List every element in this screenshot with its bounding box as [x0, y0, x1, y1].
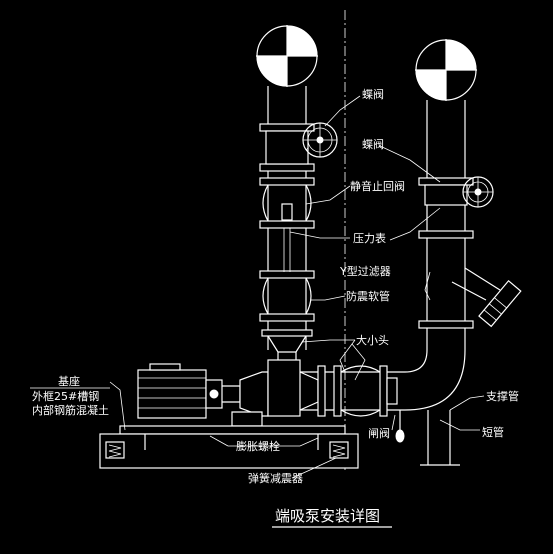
label-foundation-line2: 内部钢筋混凝土	[32, 403, 109, 417]
elevation-marker-right	[415, 39, 477, 101]
label-reducer: 大小头	[356, 333, 389, 347]
label-foundation-title: 基座	[58, 374, 80, 388]
elbow	[404, 349, 466, 411]
label-expansion-bolt: 膨胀螺栓	[236, 439, 280, 453]
handwheel-right	[462, 176, 494, 208]
foundation	[99, 425, 359, 469]
pump-casing	[239, 371, 269, 417]
flange-set-left	[259, 123, 315, 337]
right-riser	[404, 39, 522, 411]
label-butterfly-valve-2: 蝶阀	[362, 137, 384, 151]
gate-valve-body	[386, 377, 398, 405]
spring-isolator-right	[329, 441, 349, 459]
butterfly-valve-left	[265, 130, 309, 165]
anti-vibration-hose-horizontal	[340, 365, 381, 417]
label-foundation-line1: 外框25#槽钢	[32, 390, 99, 403]
leader-lines	[109, 95, 485, 479]
flange-set-right	[418, 177, 474, 329]
horizontal-pipe	[299, 365, 405, 443]
pump-and-motor	[137, 352, 301, 427]
support-pipe	[420, 410, 460, 466]
label-short-pipe: 短管	[482, 425, 504, 439]
label-check-valve: 静音止回阀	[350, 179, 405, 193]
label-pressure-gauge: 压力表	[353, 231, 386, 245]
motor	[137, 369, 207, 419]
left-riser	[256, 25, 338, 353]
label-y-filter: Y型过滤器	[339, 264, 391, 278]
label-gate-valve: 闸阀	[368, 426, 390, 440]
anti-vibration-hose-left	[262, 277, 312, 315]
label-support-pipe: 支撑管	[486, 389, 519, 403]
gate-valve-handle-icon	[395, 429, 405, 443]
spring-isolator-left	[105, 441, 125, 459]
y-filter	[451, 267, 522, 328]
label-anti-vibration-pipe: 防震软管	[346, 289, 390, 303]
elevation-marker-left	[256, 25, 318, 87]
diagram-title: 端吸泵安装详图	[275, 507, 380, 525]
label-butterfly-valve-1: 蝶阀	[362, 87, 384, 101]
handwheel-left	[302, 122, 338, 158]
butterfly-valve-right	[424, 184, 468, 206]
reducer-left	[267, 335, 307, 353]
label-spring-isolator: 弹簧减震器	[248, 471, 303, 485]
